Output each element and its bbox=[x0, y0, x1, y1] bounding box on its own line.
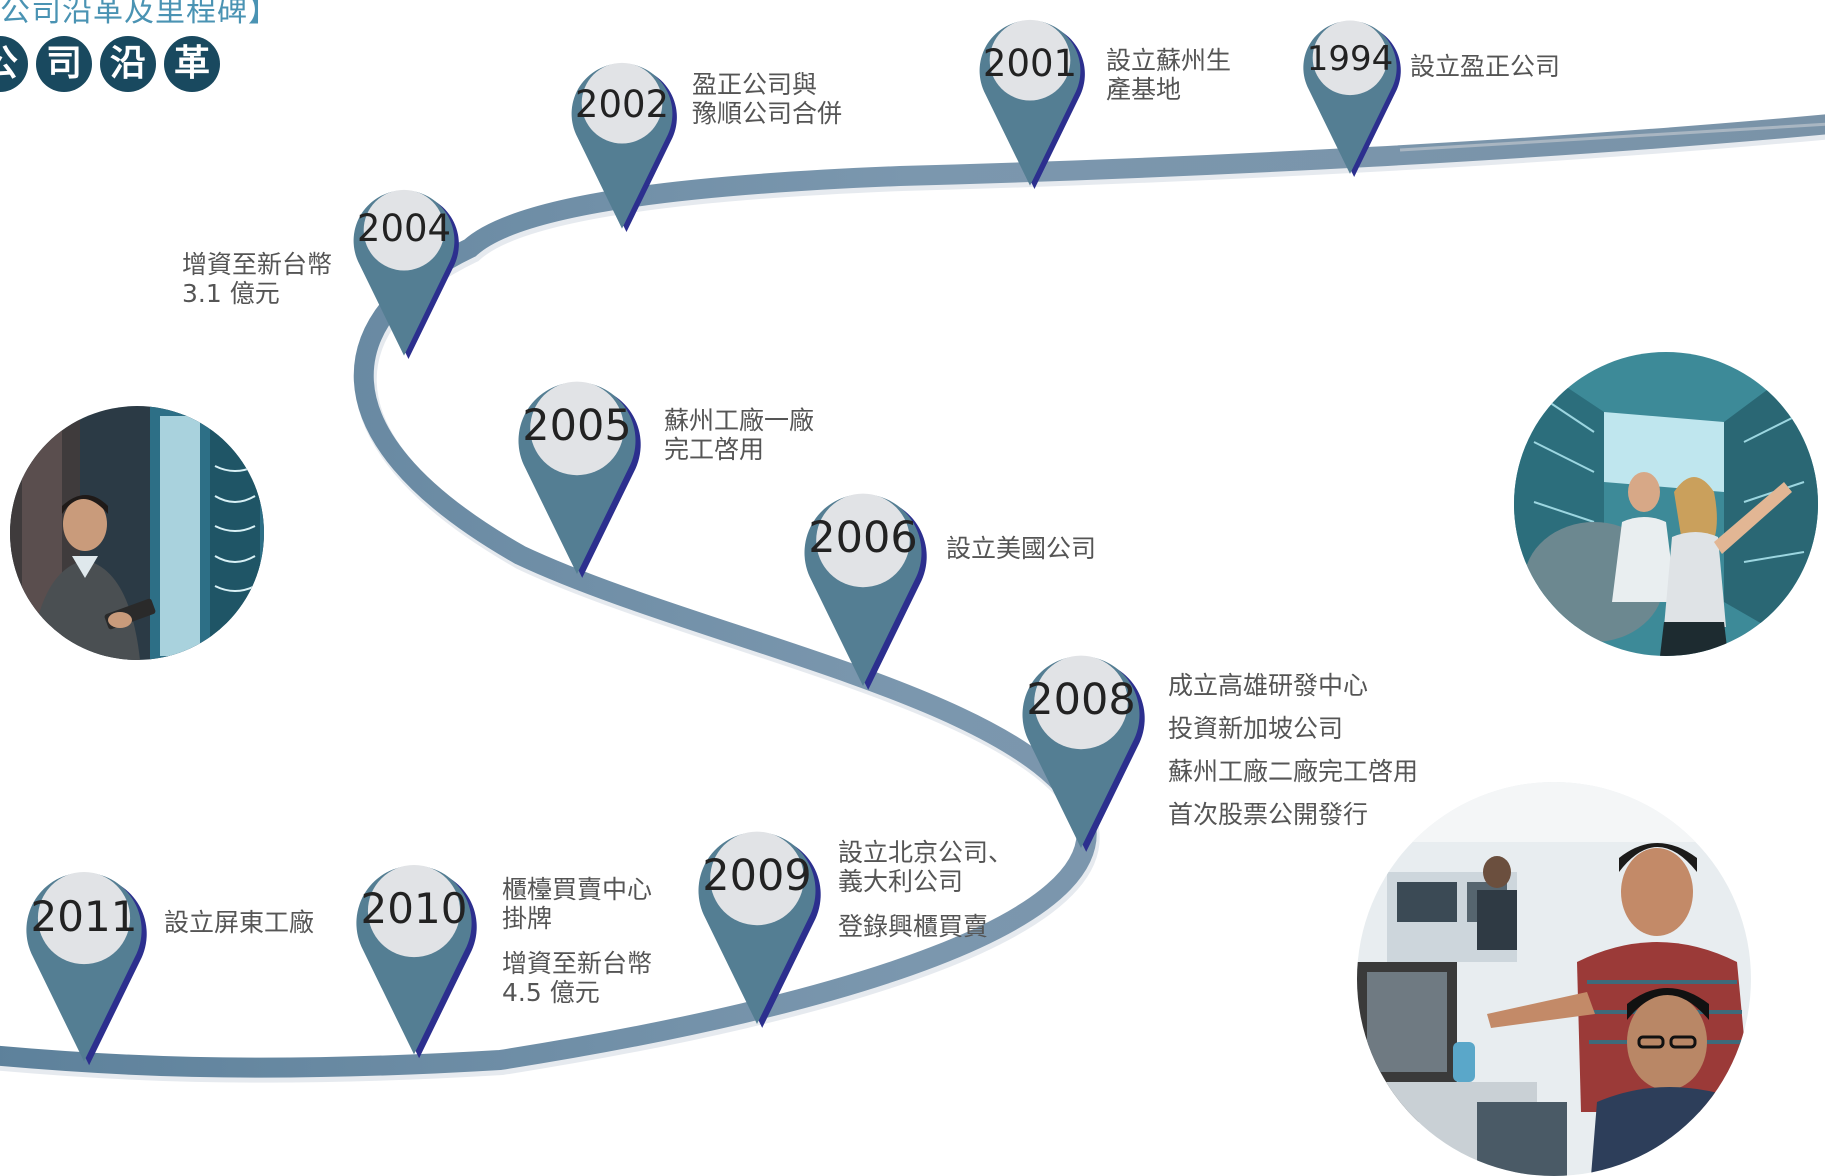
milestone-year: 2006 bbox=[808, 513, 918, 563]
milestone-year: 2011 bbox=[30, 892, 138, 941]
milestone-desc-2008: 成立高雄研發中心 投資新加坡公司 蘇州工廠二廠完工啓用 首次股票公開發行 bbox=[1168, 671, 1418, 829]
milestone-desc-2005: 蘇州工廠一廠 完工啓用 bbox=[664, 406, 814, 464]
page-title: 公司沿革及里程碑】 bbox=[0, 0, 279, 29]
milestone-desc-2009: 設立北京公司、 義大利公司 登錄興櫃買賣 bbox=[838, 838, 1013, 941]
desc-line: 登錄興櫃買賣 bbox=[838, 912, 989, 941]
milestone-desc-2004: 增資至新台幣 3.1 億元 bbox=[182, 250, 332, 308]
desc-line: 3.1 億元 bbox=[182, 279, 280, 308]
desc-line: 成立高雄研發中心 bbox=[1168, 671, 1369, 700]
milestone-year: 1994 bbox=[1306, 39, 1394, 79]
milestone-desc-2011: 設立屏東工廠 bbox=[164, 908, 314, 937]
pin-2004: 2004 bbox=[348, 168, 460, 364]
desc-line: 投資新加坡公司 bbox=[1168, 714, 1344, 743]
milestone-year: 2002 bbox=[574, 83, 670, 126]
milestone-year: 2009 bbox=[702, 851, 812, 901]
desc-line: 增資至新台幣 bbox=[502, 949, 653, 978]
milestone-year: 2008 bbox=[1026, 675, 1136, 725]
milestone-desc-2001: 設立蘇州生 產基地 bbox=[1106, 46, 1231, 104]
desc-line: 產基地 bbox=[1106, 75, 1182, 104]
desc-line: 增資至新台幣 bbox=[182, 250, 333, 279]
pin-2009: 2009 bbox=[692, 808, 822, 1032]
title-char: 公 bbox=[0, 36, 28, 92]
pin-2008: 2008 bbox=[1016, 632, 1146, 856]
engineer-server-room-photo bbox=[10, 406, 264, 660]
title-char: 司 bbox=[36, 36, 92, 92]
milestone-desc-2006: 設立美國公司 bbox=[946, 534, 1096, 563]
milestone-desc-1994: 設立盈正公司 bbox=[1410, 52, 1560, 81]
milestone-year: 2001 bbox=[982, 42, 1078, 85]
team-in-server-room-photo bbox=[1514, 352, 1818, 656]
desc-line: 首次股票公開發行 bbox=[1168, 800, 1369, 829]
pin-2005: 2005 bbox=[512, 358, 642, 582]
desc-line: 蘇州工廠一廠 bbox=[664, 406, 815, 435]
title-char: 沿 bbox=[100, 36, 156, 92]
desc-line: 完工啓用 bbox=[664, 435, 765, 464]
milestone-year: 2004 bbox=[356, 207, 452, 250]
pin-2011: 2011 bbox=[20, 850, 148, 1068]
desc-line: 盈正公司與 bbox=[692, 70, 818, 99]
desc-line: 掛牌 bbox=[502, 904, 553, 933]
title-char: 革 bbox=[164, 36, 220, 92]
pin-2001: 2001 bbox=[974, 4, 1086, 189]
desc-line: 豫順公司合併 bbox=[692, 99, 843, 128]
desc-line: 設立北京公司、 bbox=[838, 838, 1014, 867]
milestone-desc-2002: 盈正公司與 豫順公司合併 bbox=[692, 70, 842, 128]
desc-line: 義大利公司 bbox=[838, 867, 964, 896]
desc-line: 設立盈正公司 bbox=[1410, 52, 1561, 81]
milestone-desc-2010: 櫃檯買賣中心 掛牌 增資至新台幣 4.5 億元 bbox=[502, 875, 652, 1007]
desc-line: 設立美國公司 bbox=[946, 534, 1097, 563]
pin-2002: 2002 bbox=[566, 44, 678, 234]
pin-2010: 2010 bbox=[350, 842, 478, 1062]
pin-2006: 2006 bbox=[798, 470, 928, 694]
milestone-year: 2005 bbox=[522, 401, 632, 451]
milestone-year: 2010 bbox=[360, 884, 468, 933]
section-title: 公 司 沿 革 bbox=[0, 36, 220, 92]
desc-line: 設立蘇州生 bbox=[1106, 46, 1232, 75]
engineers-at-computers-photo bbox=[1357, 782, 1751, 1176]
desc-line: 4.5 億元 bbox=[502, 978, 600, 1007]
desc-line: 蘇州工廠二廠完工啓用 bbox=[1168, 757, 1419, 786]
desc-line: 設立屏東工廠 bbox=[164, 908, 315, 937]
desc-line: 櫃檯買賣中心 bbox=[502, 875, 653, 904]
pin-1994: 1994 bbox=[1298, 6, 1402, 178]
